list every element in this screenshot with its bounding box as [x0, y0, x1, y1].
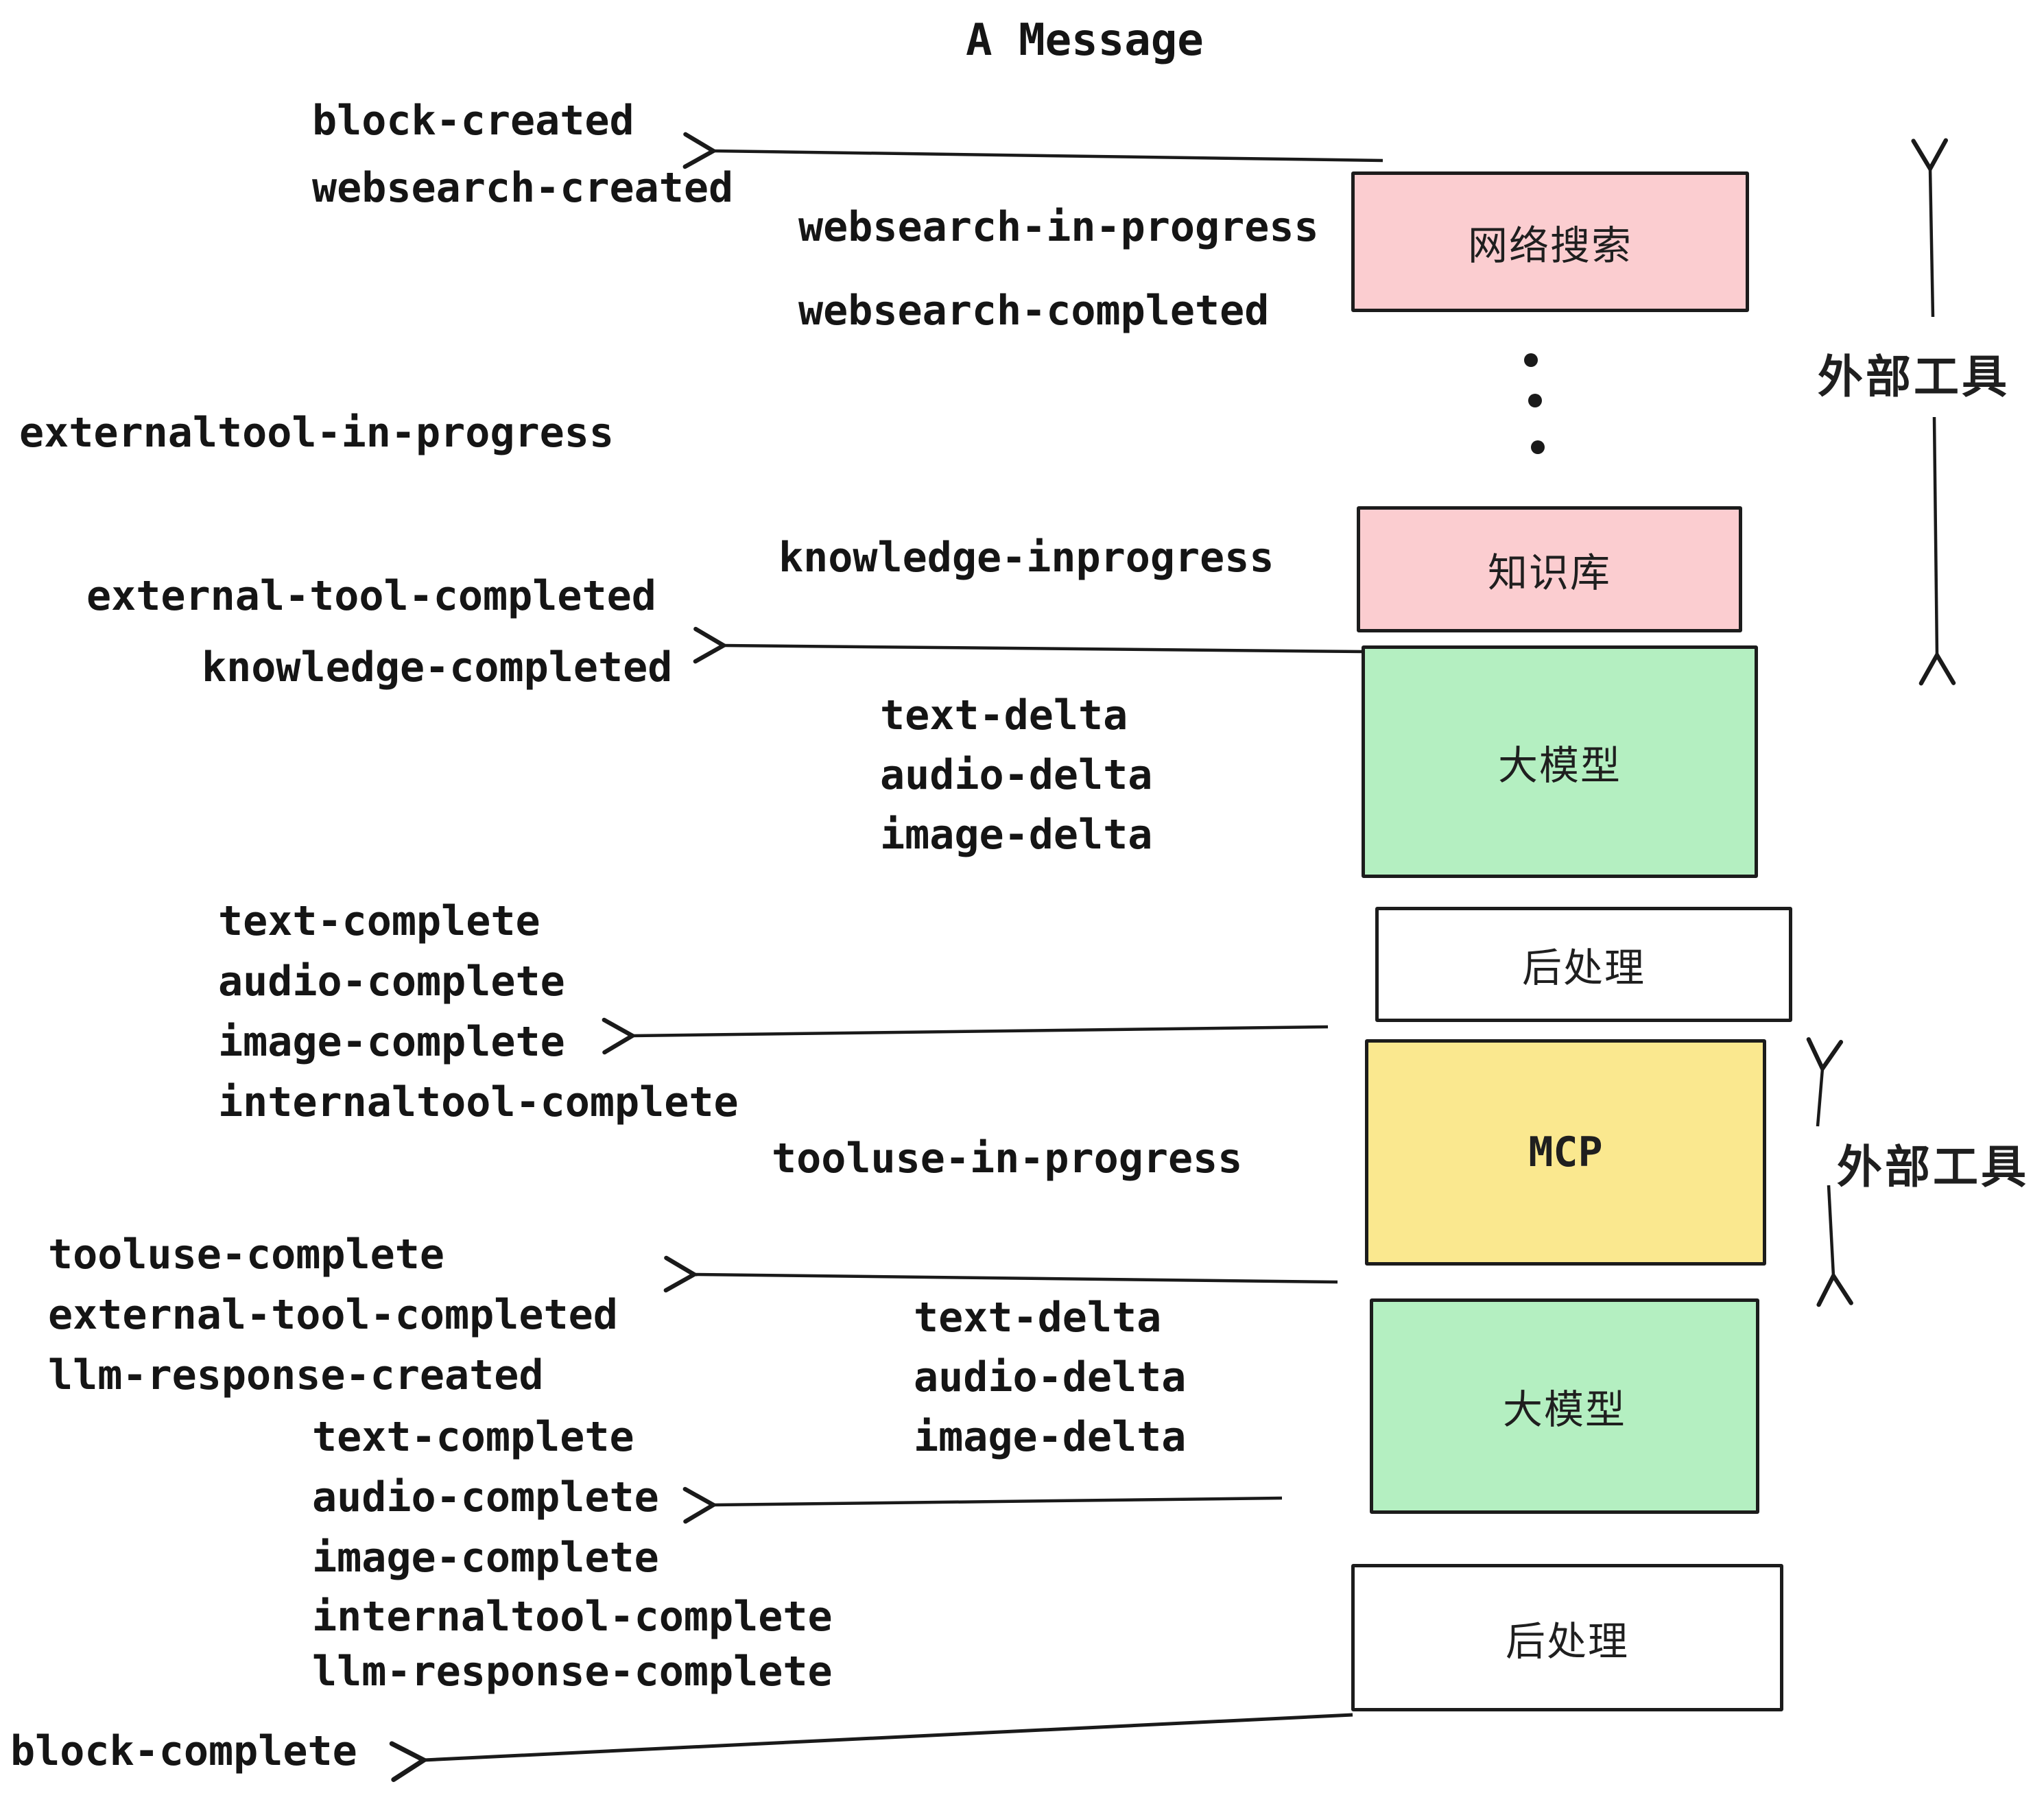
- label-internaltool-complete-2: internaltool-complete: [312, 1593, 833, 1641]
- label-image-delta: image-delta: [880, 811, 1153, 859]
- box-postprocess-1-label: 后处理: [1521, 946, 1645, 990]
- arrow-external-tools-top-down: [1918, 416, 1956, 686]
- ellipsis-dot: [1524, 353, 1538, 367]
- box-llm-2: 大模型: [1370, 1298, 1759, 1514]
- box-knowledge: 知识库: [1357, 506, 1742, 632]
- box-websearch-label: 网络搜索: [1467, 223, 1632, 268]
- label-audio-complete-2: audio-complete: [312, 1473, 659, 1521]
- box-mcp-label: MCP: [1528, 1128, 1603, 1176]
- arrow-to-audio-complete: [682, 1486, 1283, 1524]
- box-llm-1: 大模型: [1362, 645, 1758, 878]
- label-audio-complete: audio-complete: [218, 958, 565, 1006]
- label-externaltool-in-progress: externaltool-in-progress: [19, 409, 614, 457]
- arrow-to-block-created: [682, 132, 1383, 169]
- label-websearch-created: websearch-created: [312, 164, 734, 212]
- box-llm-2-label: 大模型: [1502, 1388, 1626, 1432]
- label-image-complete: image-complete: [218, 1018, 565, 1066]
- label-knowledge-completed: knowledge-completed: [202, 643, 673, 691]
- arrow-to-knowledge-completed: [693, 626, 1364, 664]
- label-text-delta-2: text-delta: [914, 1294, 1162, 1342]
- label-llm-response-complete: llm-response-complete: [312, 1648, 833, 1696]
- label-tooluse-complete: tooluse-complete: [48, 1231, 444, 1279]
- box-websearch: 网络搜索: [1351, 171, 1749, 312]
- label-audio-delta: audio-delta: [880, 751, 1153, 799]
- label-text-complete: text-complete: [218, 897, 540, 945]
- label-text-delta: text-delta: [880, 691, 1128, 739]
- label-tooluse-in-progress: tooluse-in-progress: [772, 1135, 1243, 1183]
- box-mcp: MCP: [1365, 1039, 1766, 1266]
- arrow-external-tools-mid-down: [1816, 1185, 1853, 1307]
- box-knowledge-label: 知识库: [1487, 551, 1611, 595]
- label-internaltool-complete: internaltool-complete: [218, 1078, 739, 1126]
- label-external-tool-completed-2: external-tool-completed: [48, 1291, 618, 1339]
- label-image-delta-2: image-delta: [914, 1413, 1187, 1461]
- box-postprocess-1: 后处理: [1375, 907, 1792, 1022]
- box-postprocess-2: 后处理: [1351, 1564, 1783, 1711]
- label-external-tools-mid: 外部工具: [1837, 1141, 2029, 1192]
- ellipsis-dot: [1531, 440, 1545, 454]
- box-postprocess-2-label: 后处理: [1505, 1619, 1629, 1664]
- arrow-to-image-complete: [602, 1017, 1329, 1055]
- label-external-tool-completed: external-tool-completed: [86, 572, 656, 620]
- label-external-tools-top: 外部工具: [1818, 351, 2010, 402]
- label-websearch-in-progress: websearch-in-progress: [798, 203, 1319, 251]
- label-text-complete-2: text-complete: [312, 1413, 634, 1461]
- arrow-to-block-complete: [389, 1713, 1353, 1782]
- arrow-to-tooluse-complete: [663, 1255, 1338, 1293]
- box-llm-1-label: 大模型: [1497, 743, 1621, 788]
- label-block-created: block-created: [312, 97, 634, 145]
- label-image-complete-2: image-complete: [312, 1534, 659, 1582]
- arrow-external-tools-mid-up: [1806, 1037, 1844, 1127]
- label-block-complete: block-complete: [10, 1727, 357, 1775]
- label-websearch-completed: websearch-completed: [798, 287, 1270, 335]
- label-knowledge-inprogress: knowledge-inprogress: [779, 534, 1274, 582]
- label-audio-delta-2: audio-delta: [914, 1353, 1187, 1401]
- label-llm-response-created: llm-response-created: [48, 1351, 544, 1399]
- arrow-external-tools-top-up: [1911, 138, 1949, 318]
- diagram-title: A Message: [966, 15, 1204, 66]
- ellipsis-dot: [1528, 394, 1542, 407]
